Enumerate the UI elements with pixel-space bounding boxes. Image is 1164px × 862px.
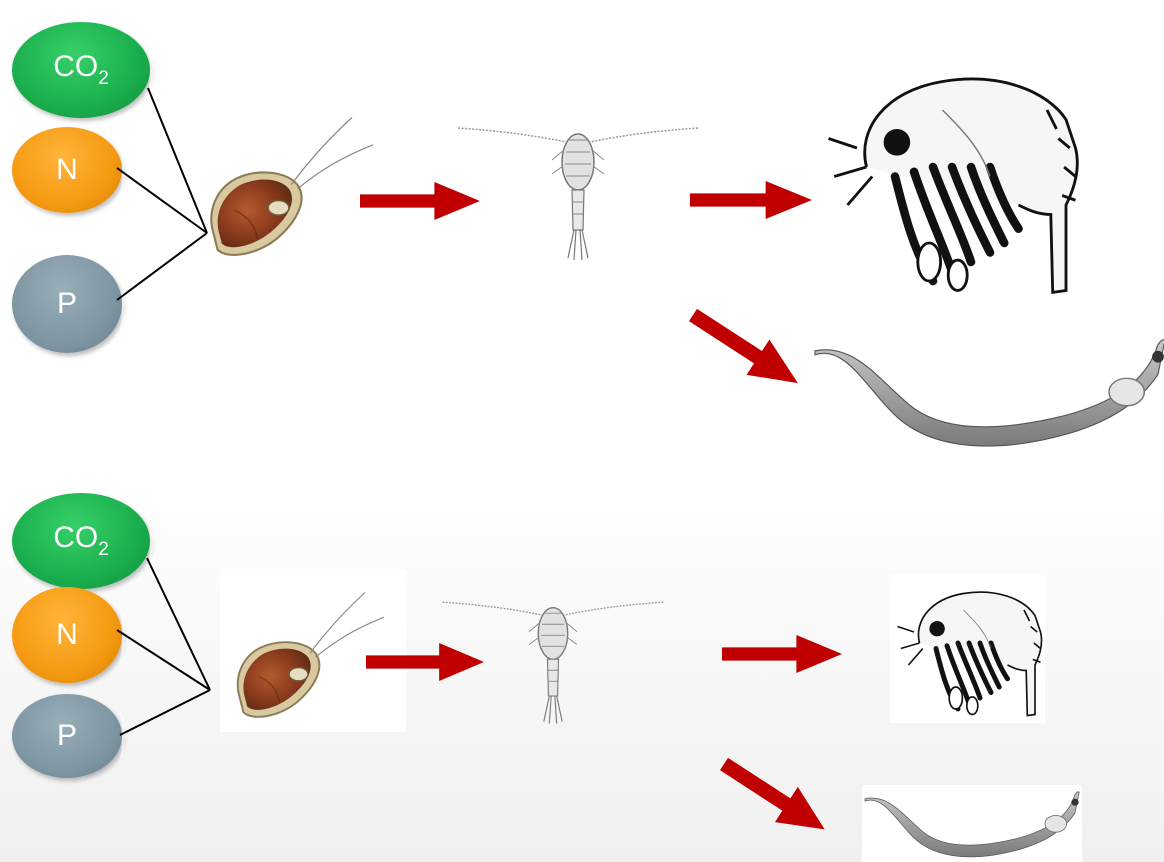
flow-arrow — [713, 746, 837, 847]
nutrient-connectors — [117, 558, 210, 735]
flow-arrow — [690, 181, 812, 219]
shrimp-icon — [829, 79, 1078, 292]
phytoplankton-icon — [211, 118, 373, 255]
nutrient-connectors — [117, 88, 207, 300]
flow-arrow — [366, 643, 484, 681]
fish-larva-icon — [815, 340, 1164, 446]
flow-arrow — [360, 182, 480, 220]
fish-larva-icon — [865, 792, 1079, 857]
copepod-icon — [458, 128, 698, 260]
phytoplankton-icon — [238, 593, 384, 717]
flow-arrow — [722, 635, 842, 673]
flow-arrow — [682, 297, 810, 400]
shrimp-icon — [898, 592, 1042, 716]
